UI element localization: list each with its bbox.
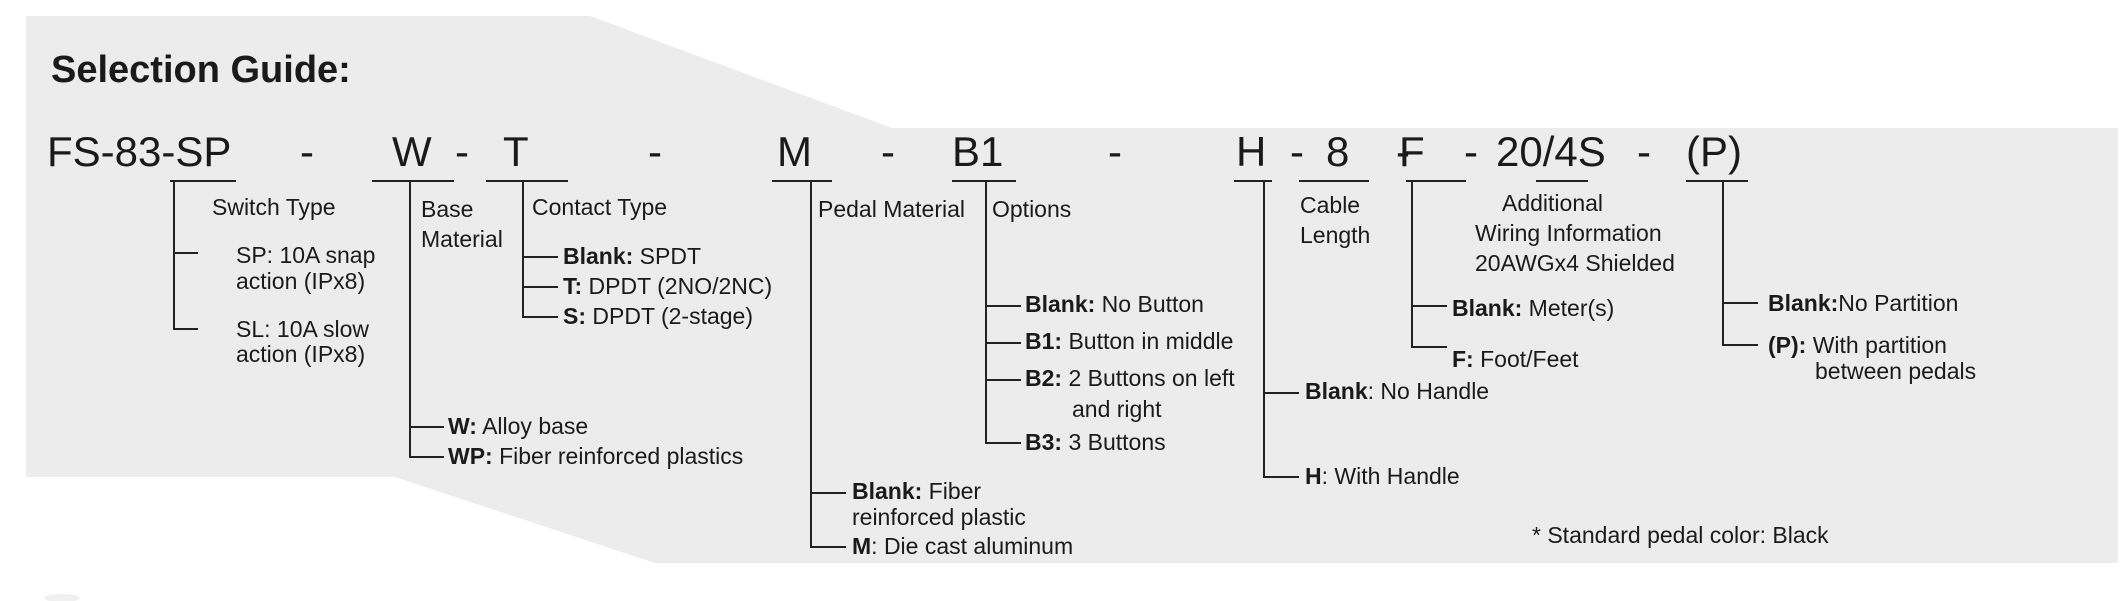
switch-type-sl-line2: action (IPx8) [236,341,366,367]
partition-item-p: (P): With partition [1768,332,1947,358]
code-dash: - [300,128,314,175]
connector-line [522,256,558,258]
code-handle: H [1236,128,1267,175]
connector-line [1411,346,1447,348]
code-additional: 20/4S [1496,128,1606,175]
connector-line [985,442,1021,444]
connector-line [1263,392,1299,394]
code-dash: - [1108,128,1122,175]
switch-type-sp-line1: SP: 10A snap [236,242,376,268]
underline [170,180,236,182]
connector-line [1411,181,1413,347]
code-dash: - [1637,128,1651,175]
code-dash: - [1290,128,1304,175]
code-base-material: W [392,128,432,175]
underline [1406,180,1466,182]
underline [1299,180,1369,182]
connector-line [522,316,558,318]
underline [1234,180,1272,182]
code-dash: - [648,128,662,175]
options-item-b3: B3: 3 Buttons [1025,429,1166,455]
contact-type-item-s: S: DPDT (2-stage) [563,303,754,329]
pedal-material-item-blank: Blank: Fiber [852,478,982,504]
partition-item-blank: Blank:No Partition [1768,290,1959,316]
code-pedal: M [777,128,812,175]
partition-item-p-line2: between pedals [1815,358,1977,384]
code-dash: - [1396,128,1410,175]
base-material-item-w: W: Alloy base [448,413,589,439]
connector-line [985,342,1021,344]
connector-line [1722,302,1758,304]
connector-line [1263,476,1299,478]
connector-line [409,426,444,428]
options-item-b2: B2: 2 Buttons on left [1025,365,1235,391]
underline [486,180,568,182]
connector-line [522,181,524,317]
underline [372,180,454,182]
cable-length-heading-line1: Cable [1300,192,1361,218]
pedal-material-heading: Pedal Material [818,196,966,222]
connector-line [985,305,1021,307]
base-material-heading-line2: Material [421,226,503,252]
connector-line [1263,181,1265,477]
connector-line [1411,305,1447,307]
underline [772,180,832,182]
footnote: * Standard pedal color: Black [1532,522,1829,548]
connector-line [173,181,175,329]
switch-type-heading: Switch Type [212,194,336,220]
code-contact: T [503,128,529,175]
connector-line [1722,344,1758,346]
connector-line [810,492,846,494]
additional-line2: Wiring Information [1475,220,1662,246]
handle-item-h: H: With Handle [1305,463,1460,489]
contact-type-item-t: T: DPDT (2NO/2NC) [563,273,773,299]
connector-line [810,181,812,547]
code-partition: (P) [1686,128,1742,175]
connector-line [522,286,558,288]
cable-length-heading-line2: Length [1300,222,1371,248]
page-title: Selection Guide: [51,49,351,91]
unit-item-f: F: Foot/Feet [1452,346,1579,372]
code-options: B1 [952,128,1004,175]
code-dash: - [1464,128,1478,175]
connector-line [409,456,444,458]
contact-type-heading: Contact Type [532,194,668,220]
base-material-item-wp: WP: Fiber reinforced plastics [448,443,744,469]
underline [1686,180,1748,182]
connector-line [409,181,411,457]
underline [1536,180,1588,182]
contact-type-item-blank: Blank: SPDT [563,243,702,269]
code-unit: F [1399,128,1425,175]
options-item-b1: B1: Button in middle [1025,328,1234,354]
additional-line3: 20AWGx4 Shielded [1475,250,1675,276]
unit-item-blank: Blank: Meter(s) [1452,295,1615,321]
options-heading: Options [992,196,1072,222]
code-dash: - [881,128,895,175]
code-base: FS-83-SP [47,128,232,175]
pedal-material-item-blank-line2: reinforced plastic [852,504,1026,530]
code-dash: - [455,128,469,175]
code-cable-length: 8 [1326,128,1350,175]
pedal-material-item-m: M: Die cast aluminum [852,533,1074,559]
base-material-heading-line1: Base [421,196,474,222]
connector-line [1722,181,1724,345]
connector-line [173,328,198,330]
connector-line [985,379,1021,381]
additional-line1: Additional [1502,190,1604,216]
switch-type-sp-line2: action (IPx8) [236,268,366,294]
connector-line [173,252,198,254]
connector-line [810,546,846,548]
handle-item-blank: Blank: No Handle [1305,378,1490,404]
underline [952,180,1016,182]
switch-type-sl-line1: SL: 10A slow [236,316,369,342]
options-item-b2-line2: and right [1072,396,1162,422]
options-item-blank: Blank: No Button [1025,291,1204,317]
connector-line [985,181,987,443]
